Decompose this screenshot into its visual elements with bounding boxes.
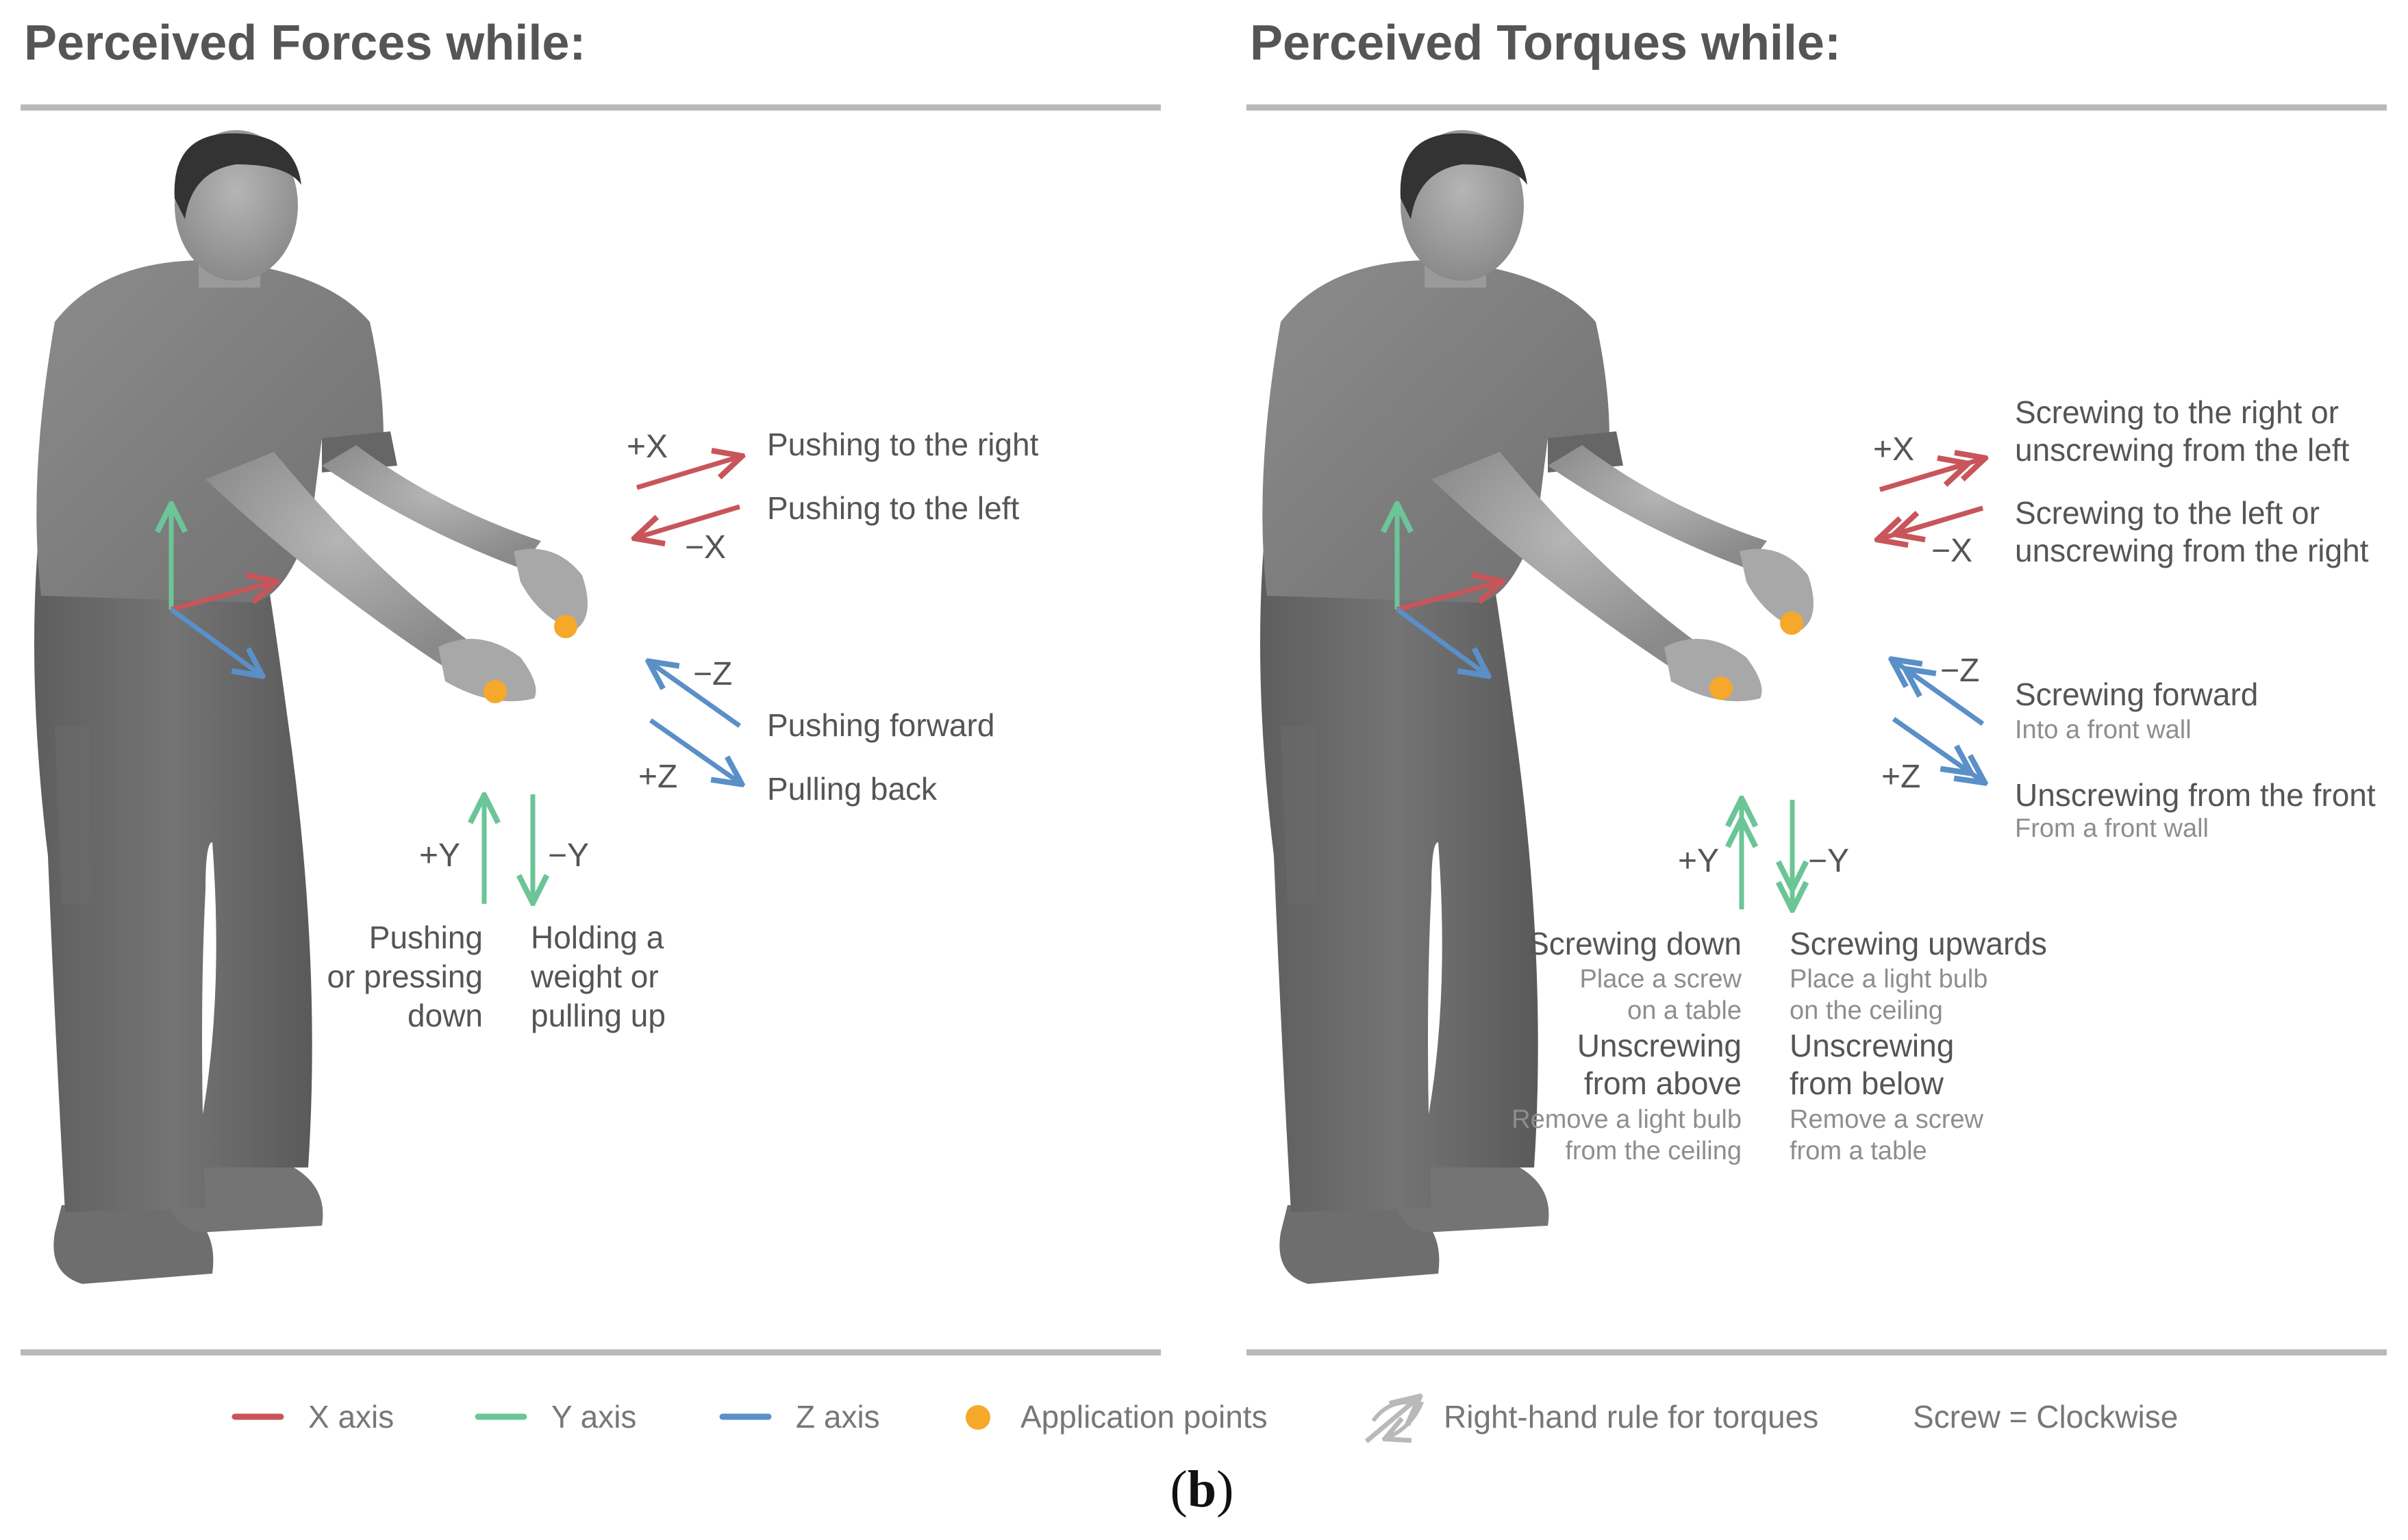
legend-z-axis-label: Z axis bbox=[796, 1399, 880, 1435]
right-z-neg-axis-label: −Z bbox=[1940, 653, 1979, 689]
left-panel-title: Perceived Forces while: bbox=[24, 16, 586, 71]
right-y-neg-label-2-line-2: from below bbox=[1790, 1065, 1944, 1101]
right-origin-x-arrow bbox=[1396, 582, 1500, 612]
left-application-point-2 bbox=[484, 680, 507, 703]
right-application-point-2 bbox=[1709, 677, 1733, 700]
right-y-neg-label-2-line-1: Unscrewing bbox=[1790, 1028, 1954, 1063]
right-z-neg-label: Screwing forward bbox=[2015, 677, 2258, 712]
right-x-neg-axis-label: −X bbox=[1931, 533, 1972, 569]
left-z-neg-axis-label: −Z bbox=[693, 656, 732, 692]
caption-open: ( bbox=[1170, 1461, 1188, 1518]
left-y-pos-label-line-1: Pushing bbox=[369, 920, 483, 955]
right-z-neg-arrow-inner bbox=[1907, 670, 1985, 726]
left-y-pos-axis-label: +Y bbox=[419, 837, 460, 874]
right-x-pos-label-line-1: Screwing to the right or bbox=[2015, 394, 2339, 430]
left-y-pos-label-line-3: down bbox=[407, 998, 483, 1033]
left-y-neg-label-line-3: pulling up bbox=[531, 998, 666, 1033]
left-z-pos-label: Pulling back bbox=[767, 771, 938, 807]
left-z-pos-axis-label: +Z bbox=[638, 759, 677, 795]
right-y-pos-label-1: Screwing down bbox=[1528, 926, 1742, 961]
legend-right-hand-rule-label: Right-hand rule for torques bbox=[1444, 1399, 1818, 1435]
right-y-neg-sub-2-line-1: Remove a screw bbox=[1790, 1105, 1984, 1134]
left-y-neg-label-line-2: weight or bbox=[530, 959, 659, 994]
left-x-pos-arrow bbox=[636, 457, 740, 490]
right-panel-title: Perceived Torques while: bbox=[1250, 16, 1841, 71]
figure-caption: (b) bbox=[1170, 1461, 1234, 1518]
right-x-neg-label-line-1: Screwing to the left or bbox=[2015, 495, 2320, 531]
right-y-neg-sub-2-line-2: from a table bbox=[1790, 1137, 1927, 1165]
left-z-neg-label: Pushing forward bbox=[767, 707, 994, 743]
legend-application-points-label: Application points bbox=[1020, 1399, 1268, 1435]
left-x-neg-label: Pushing to the left bbox=[767, 490, 1019, 526]
caption-close: ) bbox=[1216, 1461, 1233, 1518]
right-y-pos-axis-label: +Y bbox=[1678, 843, 1719, 879]
left-y-neg-label-line-1: Holding a bbox=[531, 920, 664, 955]
right-x-pos-axis-label: +X bbox=[1873, 431, 1914, 468]
legend-application-point-swatch bbox=[966, 1405, 990, 1430]
right-z-pos-axis-label: +Z bbox=[1881, 759, 1920, 795]
right-y-neg-sub-1-line-2: on the ceiling bbox=[1790, 996, 1943, 1025]
right-origin-z-arrow bbox=[1395, 607, 1486, 674]
right-y-pos-label-2-line-1: Unscrewing bbox=[1577, 1028, 1742, 1063]
left-z-neg-arrow bbox=[651, 663, 742, 728]
right-y-pos-label-2-line-2: from above bbox=[1584, 1065, 1742, 1101]
right-z-pos-sub: From a front wall bbox=[2015, 814, 2209, 843]
right-y-neg-axis-label: −Y bbox=[1808, 843, 1849, 879]
left-x-neg-axis-label: −X bbox=[685, 529, 726, 566]
legend-y-axis-label: Y axis bbox=[551, 1399, 636, 1435]
right-z-neg-sub: Into a front wall bbox=[2015, 716, 2192, 744]
left-origin-z-arrow bbox=[169, 607, 260, 674]
right-z-pos-label: Unscrewing from the front bbox=[2015, 777, 2376, 813]
right-x-neg-arrow-inner bbox=[1897, 505, 1983, 533]
right-hand-rule-icon bbox=[1364, 1398, 1421, 1443]
right-x-pos-arrow-inner bbox=[1879, 464, 1966, 492]
left-x-pos-label: Pushing to the right bbox=[767, 427, 1039, 462]
left-person-figure bbox=[34, 130, 588, 1284]
legend-x-axis-label: X axis bbox=[308, 1399, 394, 1435]
left-y-pos-label-line-2: or pressing bbox=[327, 959, 483, 994]
right-y-pos-sub-2-line-2: from the ceiling bbox=[1565, 1137, 1742, 1165]
left-x-neg-arrow bbox=[637, 504, 741, 538]
right-y-neg-label-1: Screwing upwards bbox=[1790, 926, 2047, 961]
legend-screw-note: Screw = Clockwise bbox=[1913, 1399, 2178, 1435]
left-origin-x-arrow bbox=[171, 582, 274, 612]
left-z-pos-arrow bbox=[649, 718, 740, 783]
right-x-pos-label-line-2: unscrewing from the left bbox=[2015, 432, 2350, 468]
right-z-pos-arrow-inner bbox=[1892, 717, 1969, 772]
right-y-pos-sub-1-line-1: Place a screw bbox=[1579, 965, 1742, 994]
left-application-point-1 bbox=[554, 615, 577, 638]
left-y-neg-axis-label: −Y bbox=[548, 837, 589, 874]
right-y-pos-sub-2-line-1: Remove a light bulb bbox=[1512, 1105, 1742, 1134]
left-x-pos-axis-label: +X bbox=[627, 429, 668, 465]
right-y-pos-sub-1-line-2: on a table bbox=[1627, 996, 1742, 1025]
caption-letter: b bbox=[1188, 1461, 1216, 1518]
right-x-neg-label-line-2: unscrewing from the right bbox=[2015, 533, 2369, 568]
right-y-neg-sub-1-line-1: Place a light bulb bbox=[1790, 965, 1987, 994]
right-application-point-1 bbox=[1780, 611, 1803, 635]
